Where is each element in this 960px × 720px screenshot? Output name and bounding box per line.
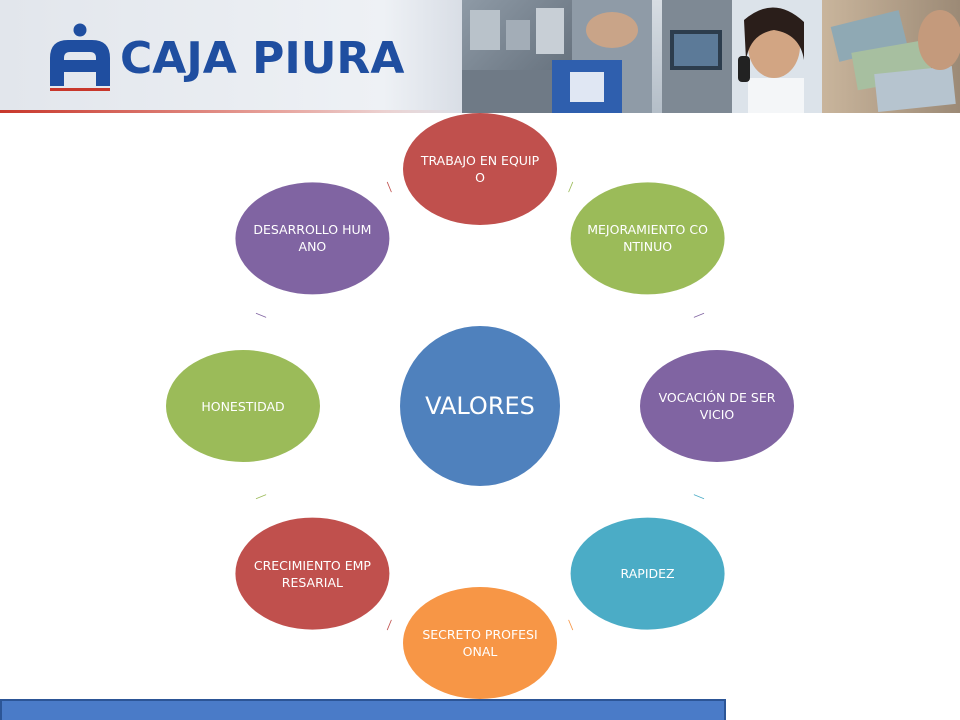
value-node <box>235 182 390 295</box>
brand-name: CAJA PIURA <box>120 33 405 84</box>
value-node <box>403 587 557 699</box>
value-node-label: RAPIDEZ <box>620 566 675 582</box>
center-circle <box>400 326 560 486</box>
office-collage-photo <box>462 0 960 113</box>
value-node <box>570 517 725 630</box>
center-label: VALORES <box>425 392 535 420</box>
value-node-label: SECRETO PROFESIONAL <box>422 627 538 659</box>
value-node-label: HONESTIDAD <box>201 398 285 414</box>
value-node-label: CRECIMIENTO EMPRESARIAL <box>253 557 371 590</box>
value-node-label: DESARROLLO HUMANO <box>253 222 372 255</box>
value-node-label: MEJORAMIENTO CONTINUO <box>587 222 708 255</box>
header-banner: CAJA PIURA <box>0 0 960 113</box>
value-node-label: TRABAJO EN EQUIPO <box>420 153 540 185</box>
value-node <box>640 350 794 462</box>
header-accent-line <box>0 110 460 113</box>
value-node <box>166 350 320 462</box>
footer-bar <box>0 699 726 720</box>
value-node <box>403 113 557 225</box>
caja-piura-logo-icon <box>50 23 110 91</box>
value-node <box>235 517 390 630</box>
value-node <box>570 182 725 295</box>
value-node-label: VOCACIÓN DE SERVICIO <box>658 390 776 422</box>
